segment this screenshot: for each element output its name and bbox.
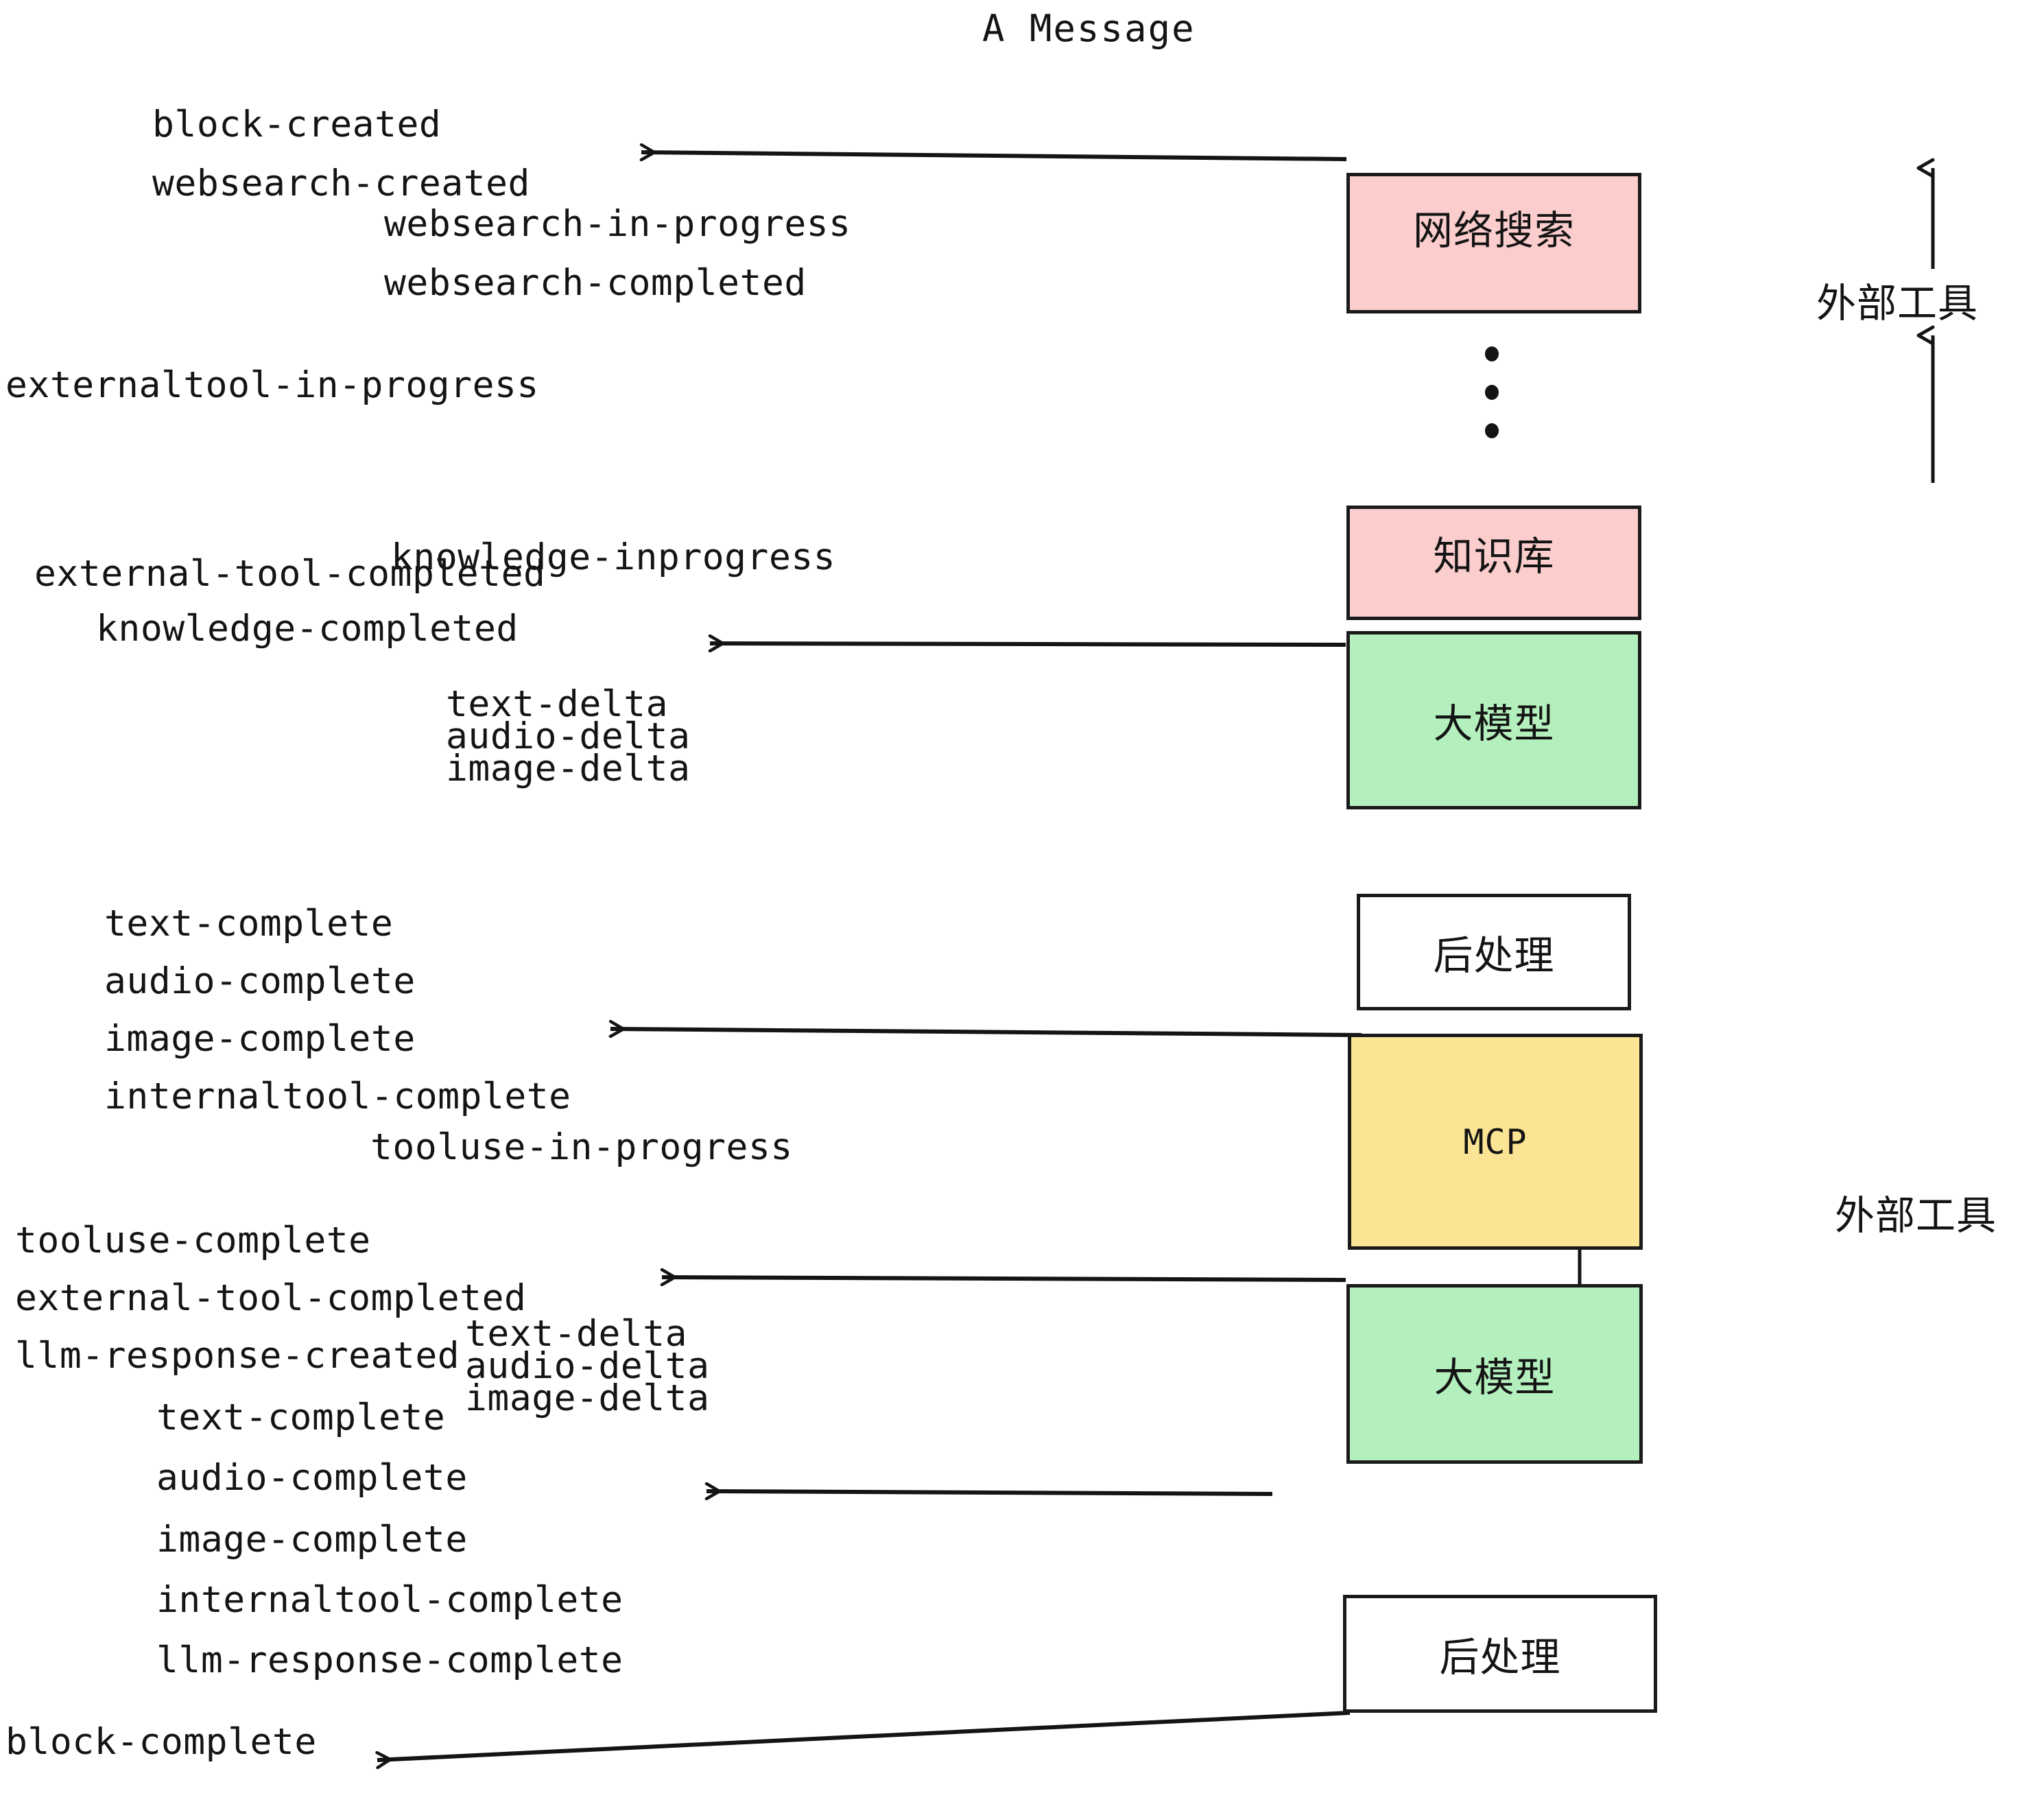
event-external-tool-completed-2: external-tool-completed: [15, 1277, 527, 1319]
event-text-complete-2: text-complete: [156, 1397, 446, 1438]
event-knowledge-completed: knowledge-completed: [96, 608, 519, 650]
event-llm-response-complete: llm-response-complete: [156, 1639, 623, 1681]
event-audio-delta-1: audio-delta: [446, 715, 691, 757]
event-text-delta-1: text-delta: [446, 683, 669, 725]
node-postprocess-1[interactable]: 后处理: [1357, 894, 1631, 1010]
event-tooluse-complete: tooluse-complete: [15, 1220, 371, 1261]
arrow-knowledge-completed: [710, 643, 1346, 645]
event-image-complete-2: image-complete: [156, 1519, 468, 1560]
node-label: MCP: [1463, 1121, 1528, 1162]
event-block-created: block-created: [152, 104, 442, 145]
event-websearch-in-progress: websearch-in-progress: [384, 203, 851, 245]
arrow-block-complete: [377, 1711, 1351, 1760]
arrow-image-complete: [610, 1029, 1362, 1035]
event-externaltool-in-progress: externaltool-in-progress: [5, 364, 539, 406]
node-mcp[interactable]: MCP: [1348, 1034, 1643, 1250]
event-llm-response-created: llm-response-created: [15, 1335, 460, 1377]
side-label-external-tool-bottom: 外部工具: [1835, 1194, 1997, 1238]
node-label: 知识库: [1433, 534, 1555, 579]
side-label-external-tool-top: 外部工具: [1816, 281, 1979, 326]
event-internaltool-complete-2: internaltool-complete: [156, 1579, 623, 1621]
event-audio-complete-1: audio-complete: [104, 960, 416, 1002]
event-audio-delta-2: audio-delta: [465, 1345, 710, 1387]
event-text-complete-1: text-complete: [104, 903, 394, 945]
node-knowledge[interactable]: 知识库: [1346, 506, 1641, 620]
event-external-tool-completed-1: external-tool-completed: [34, 553, 546, 595]
node-websearch[interactable]: 网络搜索: [1346, 173, 1641, 313]
event-image-delta-1: image-delta: [446, 748, 691, 790]
node-label: 后处理: [1433, 934, 1555, 978]
node-label: 后处理: [1439, 1635, 1561, 1680]
event-image-complete-1: image-complete: [104, 1018, 416, 1060]
node-label: 网络搜索: [1412, 209, 1575, 253]
event-image-delta-2: image-delta: [465, 1377, 710, 1419]
arrow-external-tool-completed: [662, 1277, 1346, 1280]
arrow-websearch-created: [641, 152, 1347, 159]
event-internaltool-complete-1: internaltool-complete: [104, 1076, 571, 1117]
event-block-complete: block-complete: [5, 1721, 317, 1763]
node-llm-2[interactable]: 大模型: [1346, 1284, 1643, 1464]
vertical-ellipsis: [1485, 346, 1499, 438]
event-audio-complete-2: audio-complete: [156, 1457, 468, 1499]
node-label: 大模型: [1434, 1355, 1556, 1400]
event-tooluse-in-progress: tooluse-in-progress: [370, 1126, 793, 1168]
node-llm-1[interactable]: 大模型: [1346, 631, 1641, 809]
node-postprocess-2[interactable]: 后处理: [1343, 1595, 1657, 1713]
node-label: 大模型: [1433, 702, 1555, 746]
event-websearch-created: websearch-created: [152, 163, 530, 204]
event-knowledge-inprogress: knowledge-inprogress: [391, 536, 836, 578]
event-websearch-completed: websearch-completed: [384, 262, 807, 304]
page-title: A Message: [982, 7, 1196, 50]
event-text-delta-2: text-delta: [465, 1313, 688, 1355]
arrow-audio-complete: [706, 1491, 1273, 1494]
